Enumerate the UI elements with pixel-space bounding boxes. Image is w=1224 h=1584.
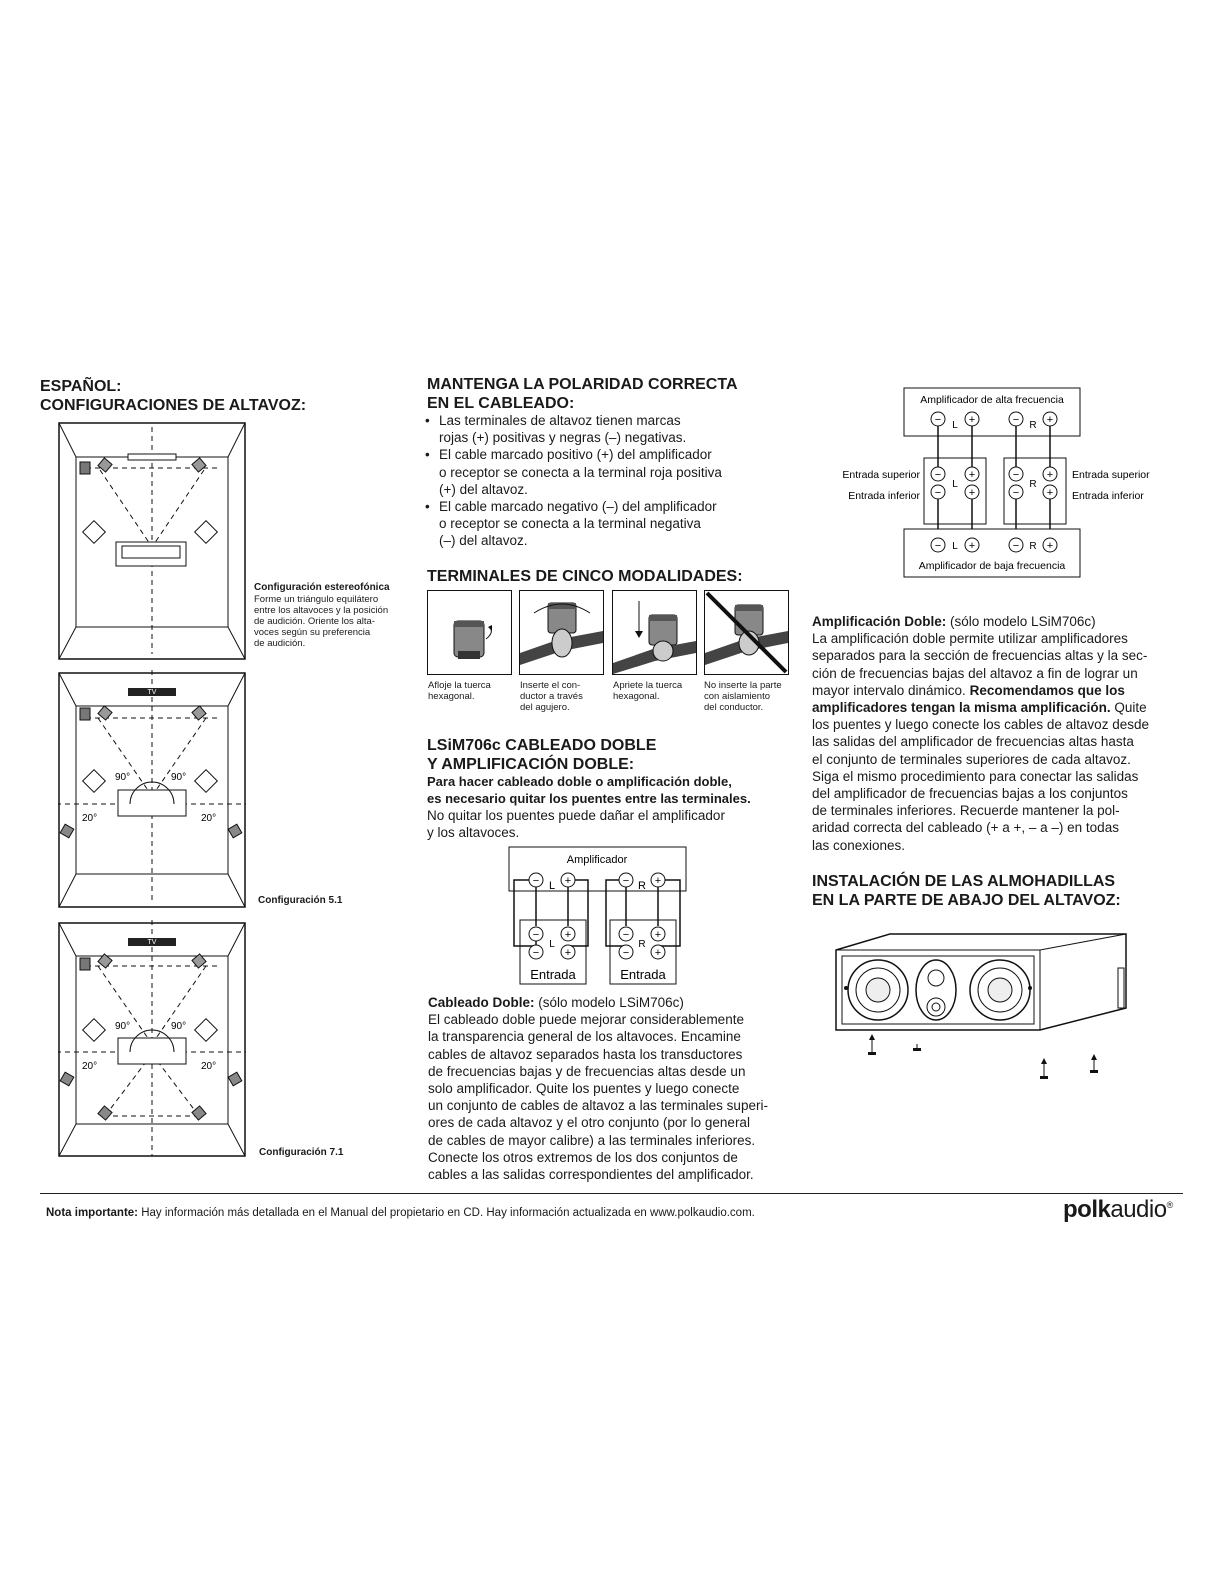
svg-text:+: + (655, 875, 661, 887)
svg-text:L: L (952, 541, 958, 552)
biamp-section: Amplificación Doble: (sólo modelo LSiM70… (812, 614, 1149, 853)
important-note-text: Hay información más detallada en el Manu… (138, 1207, 755, 1219)
speaker-icon (79, 461, 91, 475)
svg-text:−: − (623, 947, 629, 959)
svg-text:+: + (655, 947, 661, 959)
step-loosen-image (427, 590, 512, 675)
terminals-heading: TERMINALES DE CINCO MODALIDADES: (427, 568, 743, 585)
angle-90-right: 90° (171, 1021, 186, 1032)
config-71-label: Configuración 7.1 (259, 1147, 344, 1158)
svg-text:−: − (1013, 469, 1019, 481)
svg-text:+: + (1047, 469, 1053, 481)
speaker-config-heading: CONFIGURACIONES DE ALTAVOZ: (40, 397, 307, 414)
polarity-heading: MANTENGA LA POLARIDAD CORRECTA EN EL CAB… (427, 376, 738, 412)
angle-90-left: 90° (115, 772, 130, 783)
svg-text:R: R (1029, 420, 1036, 431)
stereo-room-diagram (58, 422, 246, 660)
svg-text:L: L (952, 420, 958, 431)
svg-text:R: R (638, 880, 646, 892)
svg-text:L: L (549, 939, 555, 950)
svg-text:L: L (549, 880, 555, 892)
biwire-heading: LSiM706c CABLEADO DOBLE Y AMPLIFICACIÓN … (427, 737, 657, 773)
svg-text:−: − (935, 414, 941, 426)
footer-divider (40, 1193, 1183, 1194)
angle-20-right: 20° (201, 1061, 216, 1072)
step-insert-caption: Inserte el con- ductor a través del aguj… (520, 680, 583, 713)
biwire-diagram: Amplificador − L + − R + − + − + L − + −… (508, 846, 687, 985)
svg-text:−: − (1013, 487, 1019, 499)
step-tighten-caption: Apriete la tuerca hexagonal. (613, 680, 683, 702)
step-tighten-image (612, 590, 697, 675)
angle-20-left: 20° (82, 813, 97, 824)
important-note: Nota importante: Hay información más det… (46, 1207, 755, 1219)
amplifier-label: Amplificador (567, 854, 628, 866)
speaker-icon (191, 457, 207, 473)
svg-text:+: + (969, 469, 975, 481)
high-freq-amp-label: Amplificador de alta frecuencia (920, 394, 1064, 406)
step-insert-image (519, 590, 604, 675)
important-note-label: Nota importante: (46, 1207, 138, 1219)
surround-71-room-diagram: TV 90° 90° 20° 20° (58, 920, 246, 1157)
angle-20-left: 20° (82, 1061, 97, 1072)
angle-90-right: 90° (171, 772, 186, 783)
pads-heading: INSTALACIÓN DE LAS ALMOHADILLAS EN LA PA… (812, 873, 1121, 909)
svg-text:R: R (638, 939, 645, 950)
step-do-not-insert-caption: No inserte la parte con aislamiento del … (704, 680, 782, 713)
upper-input-left: Entrada superior (842, 469, 920, 481)
stereo-config-desc: Forme un triángulo equilátero entre los … (254, 594, 389, 649)
svg-text:−: − (623, 929, 629, 941)
svg-text:−: − (935, 487, 941, 499)
list-item: El cable marcado negativo (–) del amplif… (423, 498, 783, 550)
svg-text:+: + (655, 929, 661, 941)
polarity-list: Las terminales de altavoz tienen marcas … (423, 412, 783, 550)
svg-text:−: − (1013, 540, 1019, 552)
config-51-label: Configuración 5.1 (258, 895, 343, 906)
svg-text:−: − (533, 929, 539, 941)
svg-text:−: − (1013, 414, 1019, 426)
cableado-doble-title: Cableado Doble: (428, 995, 535, 1010)
surround-51-room-diagram: TV 90° 90° 20° 20° (58, 670, 246, 908)
svg-text:+: + (969, 487, 975, 499)
lower-input-right: Entrada inferior (1072, 490, 1144, 502)
step-do-not-insert-image (704, 590, 789, 675)
svg-text:−: − (935, 469, 941, 481)
speaker-icon (97, 457, 113, 473)
stereo-config-title: Configuración estereofónica (254, 582, 390, 593)
lower-input-left: Entrada inferior (848, 490, 920, 502)
svg-text:+: + (1047, 487, 1053, 499)
svg-text:+: + (565, 929, 571, 941)
tv-label: TV (148, 939, 157, 946)
biamp-title: Amplificación Doble: (812, 614, 947, 629)
step-loosen-caption: Afloje la tuerca hexagonal. (428, 680, 491, 702)
biwire-note: No quitar los puentes puede dañar el amp… (427, 808, 725, 841)
angle-90-left: 90° (115, 1021, 130, 1032)
svg-text:−: − (935, 540, 941, 552)
input-label-left: Entrada (530, 967, 576, 982)
svg-text:+: + (565, 947, 571, 959)
svg-text:R: R (1029, 541, 1036, 552)
biamp-diagram: Amplificador de alta frecuencia − L + − … (842, 387, 1150, 578)
svg-text:+: + (969, 540, 975, 552)
svg-text:−: − (623, 875, 629, 887)
list-item: El cable marcado positivo (+) del amplif… (423, 446, 783, 498)
svg-text:+: + (565, 875, 571, 887)
low-freq-amp-label: Amplificador de baja frecuencia (919, 560, 1066, 572)
upper-input-right: Entrada superior (1072, 469, 1150, 481)
polkaudio-logo: polkaudio® (1063, 1196, 1173, 1223)
svg-text:+: + (1047, 540, 1053, 552)
language-heading: ESPAÑOL: (40, 378, 122, 395)
svg-text:−: − (533, 875, 539, 887)
angle-20-right: 20° (201, 813, 216, 824)
svg-text:+: + (1047, 414, 1053, 426)
svg-text:−: − (533, 947, 539, 959)
cableado-doble-section: Cableado Doble: (sólo modelo LSiM706c) E… (428, 995, 768, 1183)
tv-label: TV (148, 689, 157, 696)
list-item: Las terminales de altavoz tienen marcas … (423, 412, 783, 446)
biwire-warning: Para hacer cableado doble o amplificació… (427, 774, 751, 806)
svg-text:L: L (952, 479, 958, 490)
svg-text:R: R (1029, 479, 1036, 490)
svg-text:+: + (969, 414, 975, 426)
center-speaker-illustration (835, 933, 1127, 1079)
input-label-right: Entrada (620, 967, 666, 982)
